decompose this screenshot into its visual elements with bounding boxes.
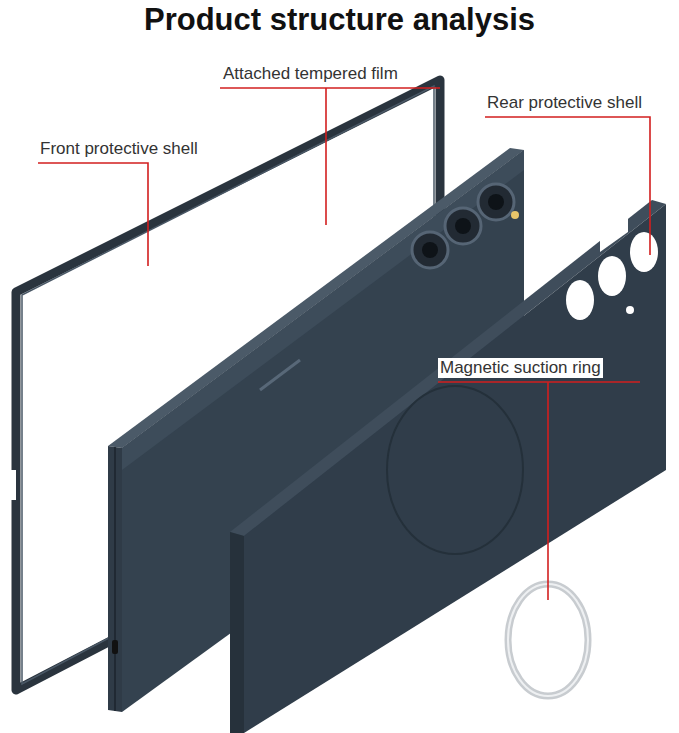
part-label: Magnetic suction ring	[438, 358, 603, 378]
part-label: Attached tempered film	[221, 64, 400, 84]
part-label: Rear protective shell	[485, 93, 644, 113]
part-label: Front protective shell	[38, 139, 200, 159]
magnetic-ring	[508, 584, 588, 696]
rear-shell	[230, 200, 666, 733]
leader-lines	[38, 88, 650, 600]
ring-highlight	[508, 584, 588, 696]
page-title: Product structure analysis	[0, 2, 679, 38]
